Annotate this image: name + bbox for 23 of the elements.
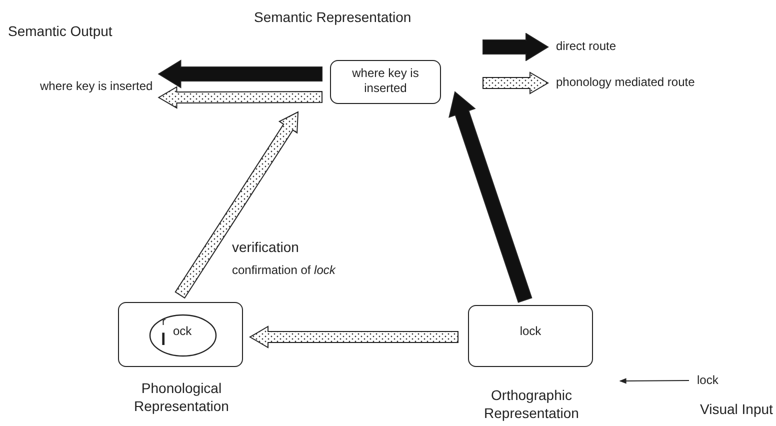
heading: Phonological Representation bbox=[133, 379, 230, 415]
node-label: Visual Input bbox=[700, 400, 773, 418]
solid-block-arrow bbox=[158, 60, 322, 88]
node-text: ock bbox=[173, 324, 192, 339]
node-text: where key is inserted bbox=[351, 65, 420, 96]
solid-block-arrow bbox=[448, 91, 532, 303]
annotation: verification bbox=[232, 238, 299, 256]
dotted-block-arrow bbox=[249, 326, 458, 348]
legend-text: direct route bbox=[556, 39, 616, 54]
ellipse bbox=[149, 314, 217, 357]
arrow bbox=[619, 378, 690, 384]
heading: Semantic Representation bbox=[254, 8, 412, 26]
node-text: lock bbox=[518, 324, 542, 339]
annotation: confirmation of lock bbox=[232, 263, 336, 278]
dotted-block-arrow bbox=[174, 111, 299, 299]
node-text: lock bbox=[697, 373, 718, 388]
node-label: Semantic Output bbox=[8, 22, 112, 40]
legend-text: phonology mediated route bbox=[556, 75, 695, 90]
node-text: where key is inserted bbox=[40, 79, 153, 94]
dotted-block-arrow bbox=[158, 86, 323, 109]
node-text: r bbox=[162, 316, 166, 329]
node-text: l bbox=[161, 331, 166, 349]
heading: Orthographic Representation bbox=[483, 386, 580, 422]
